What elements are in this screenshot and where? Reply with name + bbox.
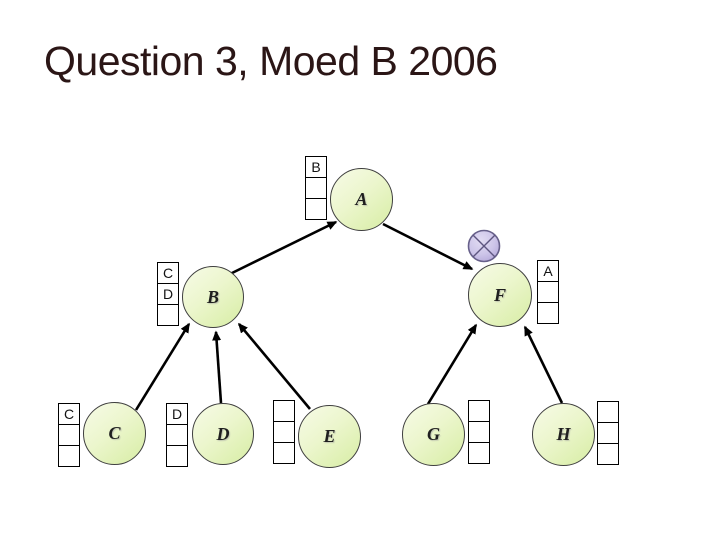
stack-cell: [468, 442, 490, 464]
stack-cell: A: [537, 260, 559, 282]
node-b: B: [182, 266, 244, 328]
stack-cell: [273, 442, 295, 464]
stack-cell: [273, 421, 295, 443]
node-g-label: G: [427, 424, 440, 444]
node-e: E: [298, 405, 361, 468]
node-d-label: D: [216, 423, 230, 444]
stack-cell: [166, 445, 188, 467]
node-f: F: [468, 263, 532, 327]
slide-title: Question 3, Moed B 2006: [44, 38, 498, 84]
stack-cell: [305, 177, 327, 199]
edge-a-to-f: [382, 222, 474, 271]
edge-d-to-b: [212, 330, 223, 404]
crossed-circle-icon: [467, 229, 501, 263]
stack-cell: [166, 424, 188, 446]
stack-node-g: [468, 400, 490, 464]
node-c-label: C: [108, 423, 121, 443]
stack-cell: [597, 422, 619, 444]
stack-cell: B: [305, 156, 327, 178]
stack-node-c: C: [58, 403, 80, 467]
stack-node-a: B: [305, 156, 327, 220]
node-a-label: A: [355, 189, 368, 209]
node-f-label: F: [493, 284, 506, 305]
edge-c-to-b: [134, 322, 191, 411]
stack-cell: [273, 400, 295, 422]
stack-cell: D: [157, 283, 179, 305]
stack-cell: [305, 198, 327, 220]
node-g: G: [402, 403, 465, 466]
stack-cell: C: [58, 403, 80, 425]
node-e-label: E: [323, 426, 336, 446]
stack-node-h: [597, 401, 619, 465]
stack-cell: C: [157, 262, 179, 284]
stack-cell: [157, 304, 179, 326]
node-h: H: [532, 403, 595, 466]
stack-cell: [468, 400, 490, 422]
stack-cell: [468, 421, 490, 443]
edge-e-to-b: [238, 322, 311, 410]
stack-cell: [58, 445, 80, 467]
stack-cell: [537, 281, 559, 303]
node-b-label: B: [206, 286, 219, 307]
stack-node-e: [273, 400, 295, 464]
stack-cell: D: [166, 403, 188, 425]
stack-cell: [597, 401, 619, 423]
stack-node-f: A: [537, 260, 559, 324]
node-a: A: [330, 168, 393, 231]
edge-b-to-a: [229, 220, 338, 276]
node-h-label: H: [556, 424, 571, 444]
stack-node-d: D: [166, 403, 188, 467]
stack-cell: [597, 443, 619, 465]
edge-g-to-f: [426, 323, 478, 405]
node-d: D: [192, 403, 254, 465]
node-c: C: [83, 402, 146, 465]
stack-node-b: C D: [157, 262, 179, 326]
edge-h-to-f: [523, 325, 564, 404]
stack-cell: [58, 424, 80, 446]
stack-cell: [537, 302, 559, 324]
